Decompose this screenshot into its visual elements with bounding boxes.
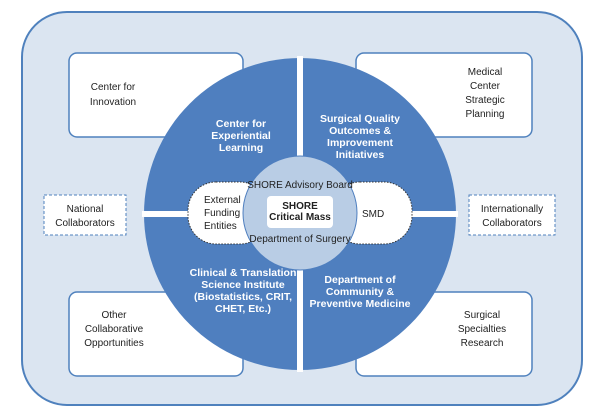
critical-mass-box <box>267 196 333 228</box>
department-label: Department of Surgery <box>249 234 350 245</box>
advisory-board-label: SHORE Advisory Board <box>247 180 353 191</box>
svg-text:SMD: SMD <box>362 209 384 220</box>
